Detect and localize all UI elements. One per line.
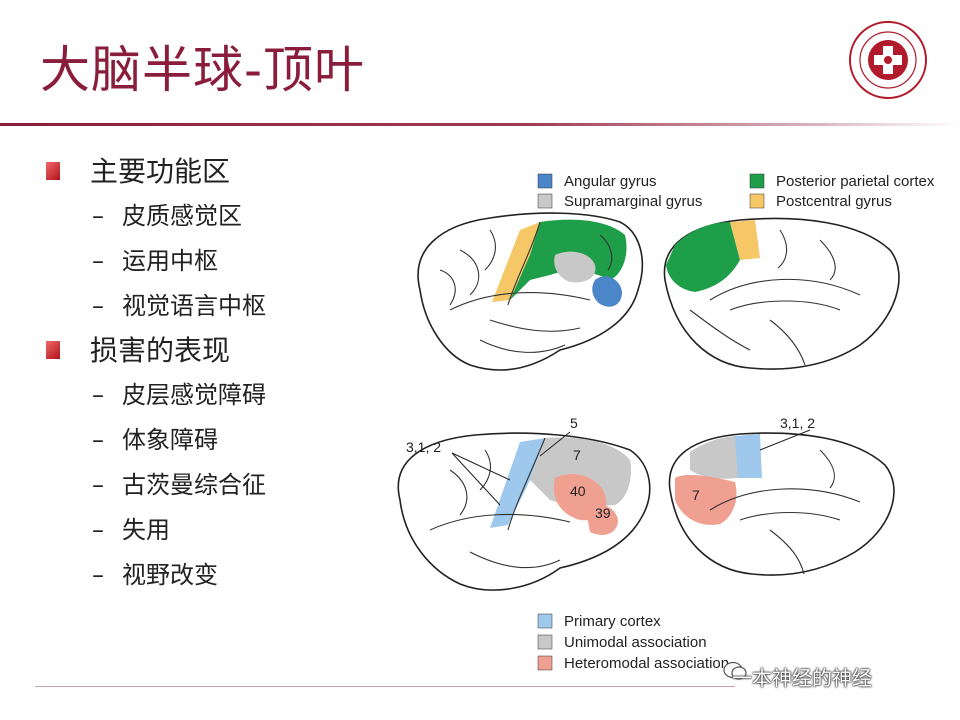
- sub-bullet: –皮层感觉障碍: [92, 381, 266, 409]
- legend-swatch-unimodal: [537, 634, 553, 650]
- bullet-label: 损害的表现: [90, 334, 231, 367]
- label-5: 5: [570, 415, 578, 431]
- bullet-lesion-signs: 损害的表现: [40, 329, 380, 373]
- header-divider: [0, 123, 960, 126]
- slide-title: 大脑半球-顶叶: [40, 41, 366, 99]
- legend-swatch-posterior-parietal: [749, 173, 765, 189]
- legend-swatch-postcentral: [749, 193, 765, 209]
- sub-bullet-label: 视觉语言中枢: [122, 292, 266, 320]
- sub-bullet-label: 皮层感觉障碍: [122, 381, 266, 409]
- legend-posterior-parietal: Posterior parietal cortex: [776, 173, 935, 190]
- label-312-medial: 3,1, 2: [780, 415, 815, 431]
- legend-supramarginal: Supramarginal gyrus: [564, 193, 702, 210]
- sub-bullet-label: 运用中枢: [122, 247, 218, 275]
- legend-unimodal: Unimodal association: [564, 634, 707, 651]
- legend-swatch-angular: [537, 173, 553, 189]
- sub-bullet-label: 失用: [122, 516, 170, 544]
- sub-bullet: –古茨曼综合征: [92, 471, 266, 499]
- sub-bullet: –失用: [92, 516, 170, 544]
- legend-primary: Primary cortex: [564, 613, 661, 630]
- label-7-lateral: 7: [573, 447, 581, 463]
- legend-angular: Angular gyrus: [564, 173, 657, 190]
- legend-swatch-primary: [537, 613, 553, 629]
- top-legend: Angular gyrus Supramarginal gyrus Poster…: [537, 173, 935, 210]
- bullet-marker: [46, 341, 60, 359]
- sub-bullet-label: 视野改变: [122, 561, 218, 589]
- legend-heteromodal: Heteromodal association: [564, 655, 729, 672]
- legend-postcentral: Postcentral gyrus: [776, 193, 892, 210]
- bullet-list: 主要功能区 –皮质感觉区 –运用中枢 –视觉语言中枢 损害的表现 –皮层感觉障碍…: [40, 150, 380, 598]
- bottom-medial-brain: 3,1, 2 7: [668, 415, 895, 576]
- top-lateral-brain: [417, 212, 644, 371]
- bullet-marker: [46, 162, 60, 180]
- sub-bullet-label: 体象障碍: [122, 426, 218, 454]
- sub-bullet: –视野改变: [92, 561, 218, 589]
- bottom-lateral-brain: 3,1, 2 5 7 40 39: [397, 415, 651, 591]
- wechat-icon: [723, 661, 747, 680]
- legend-swatch-supramarginal: [537, 193, 553, 209]
- sub-bullet: –皮质感觉区: [92, 202, 242, 230]
- watermark-text: 一本神经的神经: [732, 666, 872, 690]
- bullet-main-functions: 主要功能区: [40, 150, 380, 194]
- sub-bullet: –运用中枢: [92, 247, 218, 275]
- bullet-label: 主要功能区: [90, 155, 231, 188]
- label-40: 40: [570, 483, 586, 499]
- bottom-legend: Primary cortex Unimodal association Hete…: [537, 613, 729, 672]
- label-39: 39: [595, 505, 611, 521]
- sub-bullet: –体象障碍: [92, 426, 218, 454]
- legend-swatch-heteromodal: [537, 655, 553, 671]
- label-312-lateral: 3,1, 2: [406, 439, 441, 455]
- footer-divider: [35, 686, 735, 687]
- label-7-medial: 7: [692, 487, 700, 503]
- parietal-lobe-figure: Angular gyrus Supramarginal gyrus Poster…: [397, 173, 935, 672]
- hospital-logo: [849, 21, 927, 99]
- sub-bullet-label: 皮质感觉区: [122, 202, 242, 230]
- top-medial-brain: [663, 217, 900, 370]
- sub-bullet-label: 古茨曼综合征: [122, 471, 266, 499]
- sub-bullet: –视觉语言中枢: [92, 292, 266, 320]
